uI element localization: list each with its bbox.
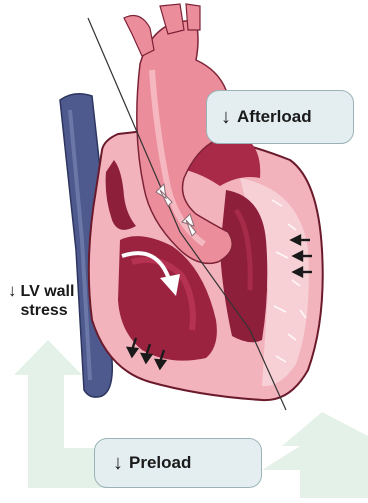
afterload-text: Afterload	[237, 107, 312, 127]
down-arrow-icon: ↓	[113, 453, 123, 473]
right-flow-arrow	[262, 412, 368, 498]
down-arrow-icon: ↓	[8, 282, 17, 320]
preload-text: Preload	[129, 453, 191, 473]
afterload-label: ↓ Afterload	[206, 90, 354, 144]
down-arrow-icon: ↓	[221, 107, 231, 127]
lv-wall-text: LV wall	[21, 282, 75, 301]
stress-text: stress	[21, 301, 75, 320]
lv-wall-stress-label: ↓ LV wall stress	[8, 282, 74, 320]
preload-label: ↓ Preload	[94, 438, 262, 488]
